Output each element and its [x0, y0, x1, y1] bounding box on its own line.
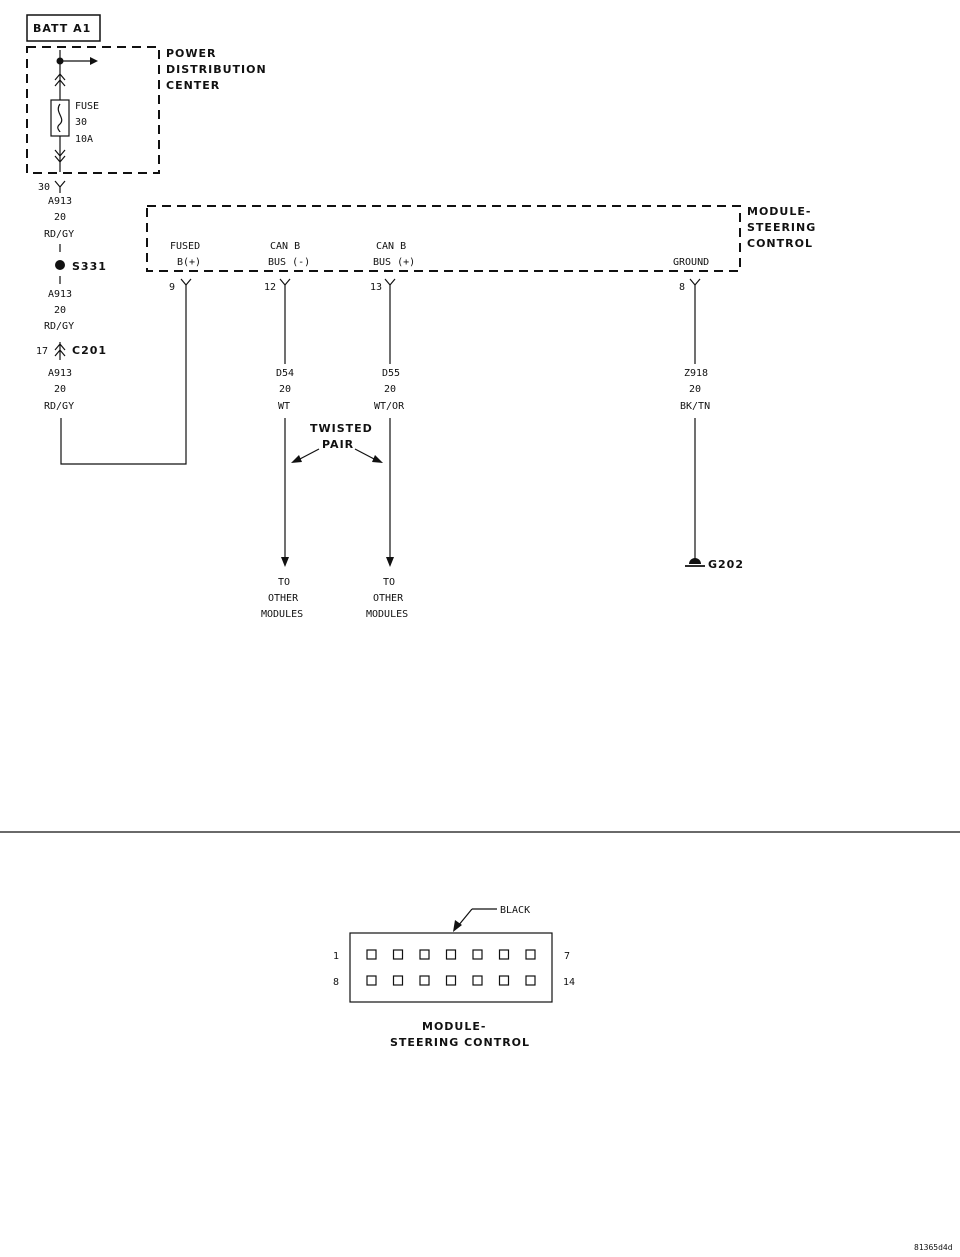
bus-arrow-icon	[90, 57, 98, 65]
fuse-icon	[57, 103, 63, 133]
d54-gauge: 20	[279, 384, 291, 395]
pin-12-connector-icon	[279, 278, 291, 286]
feed-circuit-2c: RD/GY	[44, 321, 74, 332]
feed-circuit-3c: RD/GY	[44, 401, 74, 412]
twisted-arrow-right-icon	[372, 455, 383, 463]
pin-cavity	[419, 949, 430, 960]
pin-fused-b-name-1: FUSED	[170, 241, 200, 252]
fuse-label-3: 10A	[75, 134, 93, 145]
d55-arrow-icon	[386, 557, 394, 567]
twisted-pair-2: PAIR	[322, 438, 354, 451]
feed-circuit-1b: 20	[54, 212, 66, 223]
batt-box	[26, 14, 101, 42]
pin-ground-name: GROUND	[673, 257, 709, 268]
pin-number-7: 7	[564, 951, 570, 962]
d54-color: WT	[278, 401, 290, 412]
pin-fused-b-name-2: B(+)	[177, 257, 201, 268]
pin-cavity	[392, 975, 404, 986]
c201-label: C201	[72, 344, 107, 357]
z918-gauge: 20	[689, 384, 701, 395]
module-box	[146, 205, 741, 272]
d55-dest-1: TO	[383, 577, 395, 588]
d55-color: WT/OR	[374, 401, 405, 412]
pin-cavity	[366, 975, 377, 986]
pin-can-neg-name-2: BUS (-)	[268, 257, 310, 268]
connector-pointer-icon	[453, 920, 462, 932]
connector-body	[349, 932, 553, 1003]
feed-circuit-3b: 20	[54, 384, 66, 395]
pdc-title-1: POWER	[166, 47, 217, 60]
d55-dest-3: MODULES	[366, 609, 408, 620]
connector-title-1: MODULE-	[422, 1020, 486, 1033]
pin-cavity	[472, 949, 483, 960]
connector-title-2: STEERING CONTROL	[390, 1036, 530, 1049]
pdc-title-3: CENTER	[166, 79, 220, 92]
d54-circuit: D54	[276, 368, 294, 379]
connector-color-label: BLACK	[500, 905, 530, 916]
fuse-label-1: FUSE	[75, 101, 99, 112]
pin-13-connector-icon	[384, 278, 396, 286]
pin-number-14: 14	[563, 977, 575, 988]
d55-circuit: D55	[382, 368, 400, 379]
d54-arrow-icon	[281, 557, 289, 567]
pin-cavity	[445, 975, 457, 986]
d55-dest-2: OTHER	[373, 593, 404, 604]
d54-dest-1: TO	[278, 577, 290, 588]
twisted-arrow-left-icon	[291, 455, 302, 463]
fuse-label-2: 30	[75, 117, 87, 128]
feed-wire	[60, 284, 187, 465]
cavity-13: 13	[370, 282, 382, 293]
module-title-1: MODULE-	[747, 205, 811, 218]
connector-y-icon	[54, 180, 66, 193]
feed-circuit-2b: 20	[54, 305, 66, 316]
fuse-symbol	[50, 99, 70, 137]
z918-color: BK/TN	[680, 401, 710, 412]
pdc-title-2: DISTRIBUTION	[166, 63, 267, 76]
pin-can-pos-name-2: BUS (+)	[373, 257, 415, 268]
pin-cavity	[498, 975, 510, 986]
ground-icon	[689, 558, 701, 564]
z918-circuit: Z918	[684, 368, 708, 379]
pin-cavity	[525, 975, 536, 986]
splice-label: S331	[72, 260, 107, 273]
batt-label: BATT A1	[33, 22, 91, 35]
cavity-9: 9	[169, 282, 175, 293]
cavity-12: 12	[264, 282, 276, 293]
twisted-pair-1: TWISTED	[310, 422, 373, 435]
d54-dest-3: MODULES	[261, 609, 303, 620]
pdc-box	[26, 46, 160, 174]
figure-id: 81365d4d	[914, 1243, 953, 1252]
feed-circuit-3a: A913	[48, 368, 72, 379]
pin-cavity	[498, 949, 510, 960]
d55-gauge: 20	[384, 384, 396, 395]
pin-cavity	[366, 949, 377, 960]
feed-circuit-2a: A913	[48, 289, 72, 300]
pdc-cavity-30: 30	[38, 182, 50, 193]
splice-dot-icon	[55, 260, 65, 270]
pin-number-8: 8	[333, 977, 339, 988]
pin-cavity	[392, 949, 404, 960]
c201-cavity: 17	[36, 346, 48, 357]
pin-cavity	[525, 949, 536, 960]
pin-9-connector-icon	[180, 278, 192, 286]
pin-can-pos-name-1: CAN B	[376, 241, 406, 252]
pin-can-neg-name-1: CAN B	[270, 241, 300, 252]
inline-connector-icon	[54, 342, 66, 360]
feed-circuit-1c: RD/GY	[44, 229, 74, 240]
pin-number-1: 1	[333, 951, 339, 962]
cavity-8: 8	[679, 282, 685, 293]
pin-cavity	[445, 949, 457, 960]
ground-label: G202	[708, 558, 744, 571]
module-title-2: STEERING	[747, 221, 816, 234]
pin-8-connector-icon	[689, 278, 701, 286]
feed-circuit-1a: A913	[48, 196, 72, 207]
connector-pin-grid	[366, 949, 536, 986]
d54-dest-2: OTHER	[268, 593, 299, 604]
pin-cavity	[472, 975, 483, 986]
pin-cavity	[419, 975, 430, 986]
module-title-3: CONTROL	[747, 237, 813, 250]
